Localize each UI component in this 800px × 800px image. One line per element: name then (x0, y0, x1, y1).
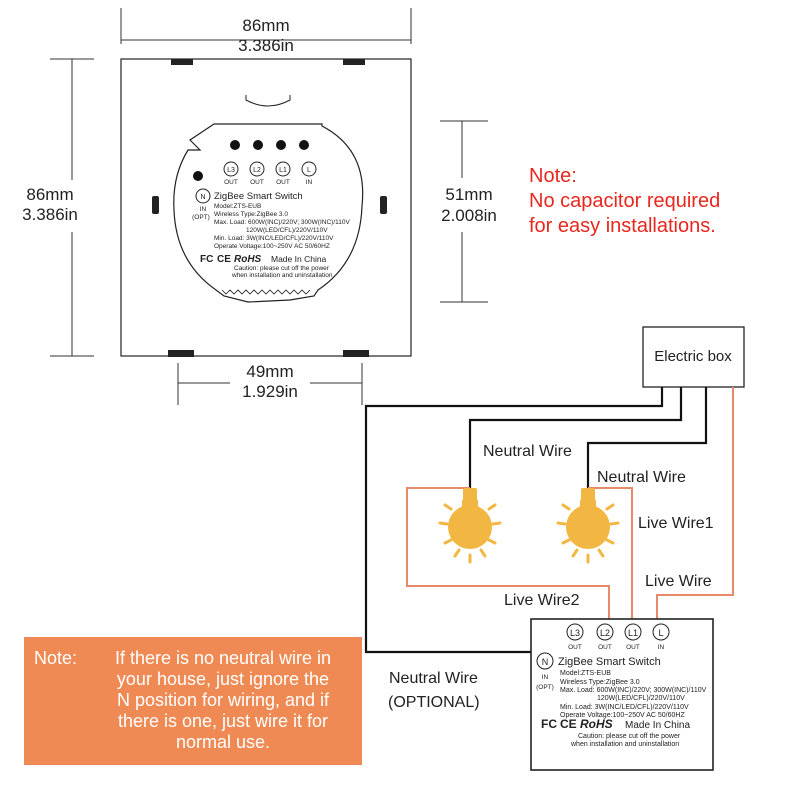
svg-text:Max. Load: 600W(INC)/220V; 300: Max. Load: 600W(INC)/220V; 300W(INC)/110… (214, 219, 350, 226)
top-ce-mark: CE (217, 254, 231, 265)
svg-text:Made In China: Made In China (625, 720, 690, 731)
top-terminal-n: N IN (OPT) (192, 188, 211, 221)
svg-text:L: L (658, 628, 663, 638)
bottom-switch-module: L3 OUT L2 OUT L1 OUT L IN N IN (OPT) Zig… (530, 618, 714, 771)
top-rohs-mark: RoHS (234, 254, 262, 265)
bottom-terminal-n: N IN (OPT) (536, 652, 554, 691)
svg-text:Model:ZTS-EUB: Model:ZTS-EUB (214, 203, 261, 210)
bulb-icon-left (438, 488, 502, 564)
svg-text:Min. Load: 3W(INC/LED/CFL)/220: Min. Load: 3W(INC/LED/CFL)/220V/110V (214, 235, 334, 242)
svg-text:for easy installations.: for easy installations. (529, 215, 716, 237)
module-width-in-label: 1.929in (242, 382, 298, 401)
bottom-terminal-l3: L3 OUT (566, 623, 584, 651)
neutral-note-text: If there is no neutral wire in your hous… (114, 648, 332, 752)
svg-text:Wireless Type:ZigBee 3.0: Wireless Type:ZigBee 3.0 (560, 679, 640, 686)
svg-text:L3: L3 (570, 628, 580, 638)
height-in-label: 3.386in (22, 205, 78, 224)
svg-text:when installation and uninstal: when installation and uninstallation (231, 272, 333, 279)
bottom-module-title: ZigBee Smart Switch (558, 656, 661, 668)
neutral-note-label: Note: (34, 648, 78, 668)
neutral-optional-label-1: Neutral Wire (389, 670, 478, 687)
right-module-height-dimension: 51mm 2.008in (440, 120, 497, 303)
svg-text:Min. Load: 3W(INC/LED/CFL)/220: Min. Load: 3W(INC/LED/CFL)/220V/110V (560, 704, 689, 711)
neutral-optional-label-2: (OPTIONAL) (388, 694, 480, 711)
bottom-module-width-dimension: 49mm 1.929in (177, 362, 363, 405)
svg-text:when installation and uninstal: when installation and uninstallation (570, 741, 679, 748)
svg-text:L2: L2 (253, 167, 261, 174)
svg-text:Note:: Note: (529, 165, 577, 187)
svg-text:Made In China: Made In China (271, 254, 327, 264)
width-mm-label: 86mm (242, 16, 289, 35)
svg-text:(OPT): (OPT) (192, 214, 210, 221)
svg-text:L3: L3 (227, 167, 235, 174)
svg-text:120W(LED/CFL)/220V/110V: 120W(LED/CFL)/220V/110V (597, 695, 685, 702)
svg-text:Operate Voltage:100~250V AC 50: Operate Voltage:100~250V AC 50/60HZ (560, 712, 685, 719)
top-module-title: ZigBee Smart Switch (214, 191, 303, 202)
module-width-mm-label: 49mm (246, 362, 293, 381)
svg-text:L1: L1 (628, 628, 638, 638)
module-height-in-label: 2.008in (441, 206, 497, 225)
svg-text:Wireless Type:ZigBee 3.0: Wireless Type:ZigBee 3.0 (214, 211, 288, 218)
svg-text:IN: IN (200, 206, 207, 213)
bulb-icon-right (556, 488, 620, 564)
neutral-wires (364, 387, 708, 654)
top-terminal-l3: L3 OUT (223, 161, 239, 186)
svg-text:N: N (542, 657, 549, 667)
svg-text:N: N (200, 194, 205, 201)
svg-text:OUT: OUT (626, 644, 640, 651)
capacitor-note: Note: No capacitor required for easy ins… (529, 165, 720, 237)
svg-text:L2: L2 (600, 628, 610, 638)
bottom-terminal-l1: L1 OUT (624, 623, 642, 651)
top-module-specs: ZigBee Smart Switch Model:ZTS-EUB Wirele… (200, 191, 350, 279)
top-width-dimension: 86mm 3.386in (120, 8, 412, 55)
neutral-wire-label-2: Neutral Wire (597, 469, 686, 486)
svg-text:Max. Load: 600W(INC)/220V; 300: Max. Load: 600W(INC)/220V; 300W(INC)/110… (560, 687, 707, 694)
width-in-label: 3.386in (238, 36, 294, 55)
svg-text:OUT: OUT (276, 179, 290, 186)
live-wires (406, 387, 734, 622)
svg-text:120W(LED/CFL)/220V/110V: 120W(LED/CFL)/220V/110V (246, 227, 328, 234)
svg-text:IN: IN (542, 674, 549, 681)
left-height-dimension: 86mm 3.386in (22, 58, 94, 357)
svg-text:OUT: OUT (224, 179, 238, 186)
svg-text:Caution: please cut off the po: Caution: please cut off the power (578, 733, 681, 740)
top-terminal-l1: L1 OUT (275, 161, 291, 186)
live-wire-1-label: Live Wire1 (638, 515, 714, 532)
live-wire-2-label: Live Wire2 (504, 592, 580, 609)
top-module-terminals: L3 OUT L2 OUT L1 OUT L IN N IN (OPT) (192, 161, 317, 221)
bottom-rohs-mark: RoHS (580, 717, 613, 731)
svg-text:Model:ZTS-EUB: Model:ZTS-EUB (560, 670, 611, 677)
height-mm-label: 86mm (26, 185, 73, 204)
bottom-terminal-l: L IN (652, 623, 670, 651)
live-wire-label: Live Wire (645, 573, 712, 590)
bottom-fc-mark: FC (541, 717, 557, 731)
svg-text:Electric box: Electric box (654, 348, 732, 365)
neutral-wire-note: Note: If there is no neutral wire in you… (24, 637, 362, 765)
svg-text:OUT: OUT (568, 644, 582, 651)
bottom-ce-mark: CE (560, 717, 577, 731)
top-terminal-l2: L2 OUT (249, 161, 265, 186)
electric-box: Electric box (642, 326, 745, 388)
svg-text:Caution: please cut off the po: Caution: please cut off the power (234, 265, 330, 272)
svg-text:No capacitor required: No capacitor required (529, 190, 720, 212)
svg-text:L1: L1 (279, 167, 287, 174)
svg-text:(OPT): (OPT) (536, 684, 554, 691)
neutral-wire-label-1: Neutral Wire (483, 443, 572, 460)
svg-text:OUT: OUT (250, 179, 264, 186)
bottom-terminal-l2: L2 OUT (596, 623, 614, 651)
svg-text:IN: IN (658, 644, 665, 651)
svg-text:OUT: OUT (598, 644, 612, 651)
top-terminal-l: L IN (301, 161, 317, 186)
svg-text:IN: IN (306, 179, 313, 186)
svg-text:L: L (307, 167, 311, 174)
module-height-mm-label: 51mm (445, 185, 492, 204)
top-fc-mark: FC (200, 254, 213, 265)
wire-labels: Neutral Wire Neutral Wire Live Wire1 Liv… (388, 443, 714, 711)
svg-text:Operate Voltage:100~250V AC 50: Operate Voltage:100~250V AC 50/60HZ (214, 243, 330, 250)
